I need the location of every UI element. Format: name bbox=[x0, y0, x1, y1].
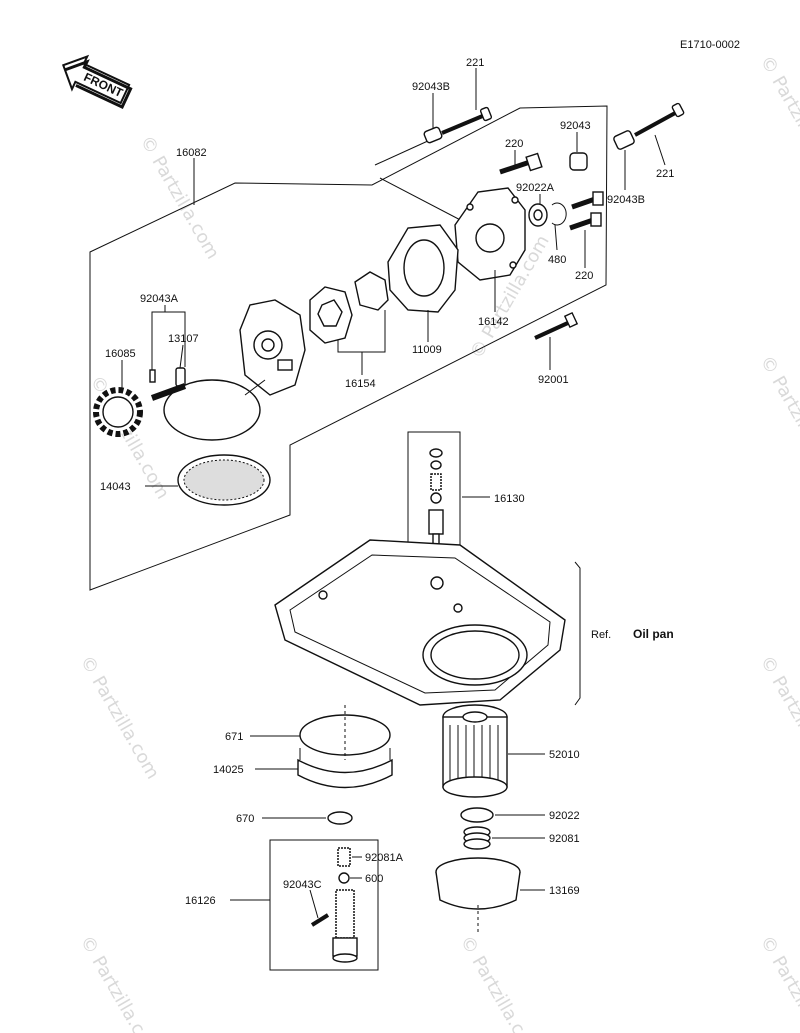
leader-line bbox=[554, 224, 558, 251]
watermark: © Partzilla.com bbox=[756, 352, 800, 483]
part-label-221: 221 bbox=[466, 57, 484, 69]
bolt-221-right bbox=[634, 102, 685, 137]
bolt-220-top bbox=[499, 152, 543, 175]
part-label-16154: 16154 bbox=[345, 378, 376, 390]
watermark: © Partzilla.com bbox=[76, 932, 164, 1033]
ball-600 bbox=[338, 872, 350, 884]
part-label-480: 480 bbox=[548, 254, 566, 266]
part-label-16126: 16126 bbox=[185, 895, 216, 907]
bolt-220-right bbox=[569, 191, 604, 231]
leader-line bbox=[379, 177, 471, 226]
bolt-221-left bbox=[441, 106, 493, 135]
diagram-code: E1710-0002 bbox=[680, 39, 740, 51]
collar-92043b-left bbox=[423, 126, 443, 144]
part-label-13107: 13107 bbox=[168, 333, 199, 345]
oil-pan bbox=[274, 539, 566, 706]
part-label-670: 670 bbox=[236, 813, 254, 825]
leader-line bbox=[151, 311, 186, 370]
part-label-16130: 16130 bbox=[494, 493, 525, 505]
part-label-221: 221 bbox=[656, 168, 674, 180]
watermark: © Partzilla.com bbox=[756, 52, 800, 183]
leader-line bbox=[179, 344, 184, 369]
part-label-92001: 92001 bbox=[538, 374, 569, 386]
part-label-220: 220 bbox=[505, 138, 523, 150]
part-label-52010: 52010 bbox=[549, 749, 580, 761]
watermark: © Partzilla.com bbox=[756, 932, 800, 1033]
part-label-16082: 16082 bbox=[176, 147, 207, 159]
collar-92043b-right bbox=[613, 130, 635, 150]
filter-cover-13169 bbox=[435, 857, 521, 910]
part-label-16142: 16142 bbox=[478, 316, 509, 328]
gear-16085 bbox=[93, 387, 143, 437]
pin-92043c bbox=[310, 913, 330, 927]
watermark: © Partzilla.com bbox=[76, 652, 164, 783]
watermark: © Partzilla.com bbox=[756, 652, 800, 783]
oring-670 bbox=[327, 811, 353, 825]
part-label-92043c: 92043C bbox=[283, 879, 322, 891]
spring-92081 bbox=[463, 826, 491, 850]
oil-filter-52010 bbox=[442, 704, 508, 798]
spring-92081a bbox=[337, 847, 351, 867]
part-label-92081a: 92081A bbox=[365, 852, 404, 864]
part-label-13169: 13169 bbox=[549, 885, 580, 897]
part-label-92043: 92043 bbox=[560, 120, 591, 132]
oil-pump-assembly-outline bbox=[89, 105, 608, 591]
part-label-11009: 11009 bbox=[412, 344, 442, 356]
collar-92043 bbox=[569, 152, 588, 171]
watermark: © Partzilla.com bbox=[456, 932, 544, 1033]
part-label-92022: 92022 bbox=[549, 810, 580, 822]
part-label-600: 600 bbox=[365, 873, 383, 885]
part-label-92043b: 92043B bbox=[412, 81, 450, 93]
inner-rotor-16154 bbox=[354, 271, 389, 311]
filter-bolt-16126 bbox=[332, 889, 358, 963]
pin-92043a bbox=[149, 369, 156, 383]
front-arrow-icon: FRONT bbox=[61, 54, 133, 109]
part-label-92043a: 92043A bbox=[140, 293, 179, 305]
pump-shaft bbox=[150, 383, 187, 401]
part-label-14025: 14025 bbox=[213, 764, 244, 776]
element-14025 bbox=[297, 758, 393, 789]
circlip-480 bbox=[551, 202, 567, 226]
leader-line bbox=[374, 139, 431, 166]
leader-line bbox=[309, 889, 319, 919]
ref-label: Ref. bbox=[591, 629, 611, 641]
ref-bracket bbox=[574, 561, 581, 706]
part-label-220: 220 bbox=[575, 270, 593, 282]
oil-screen-14043 bbox=[177, 454, 271, 506]
relief-valve-16130 bbox=[428, 448, 444, 545]
part-label-92081: 92081 bbox=[549, 833, 580, 845]
part-label-92043b: 92043B bbox=[607, 194, 645, 206]
leader-line bbox=[654, 134, 666, 166]
bolt-92001 bbox=[534, 311, 579, 340]
part-label-92022a: 92022A bbox=[516, 182, 555, 194]
filter-bolt-frame bbox=[269, 839, 379, 971]
pickup-plate bbox=[163, 379, 261, 441]
part-label-671: 671 bbox=[225, 731, 243, 743]
part-label-16085: 16085 bbox=[105, 348, 136, 360]
part-label-14043: 14043 bbox=[100, 481, 131, 493]
ref-target-label: Oil pan bbox=[633, 627, 674, 641]
washer-92022 bbox=[460, 807, 494, 823]
